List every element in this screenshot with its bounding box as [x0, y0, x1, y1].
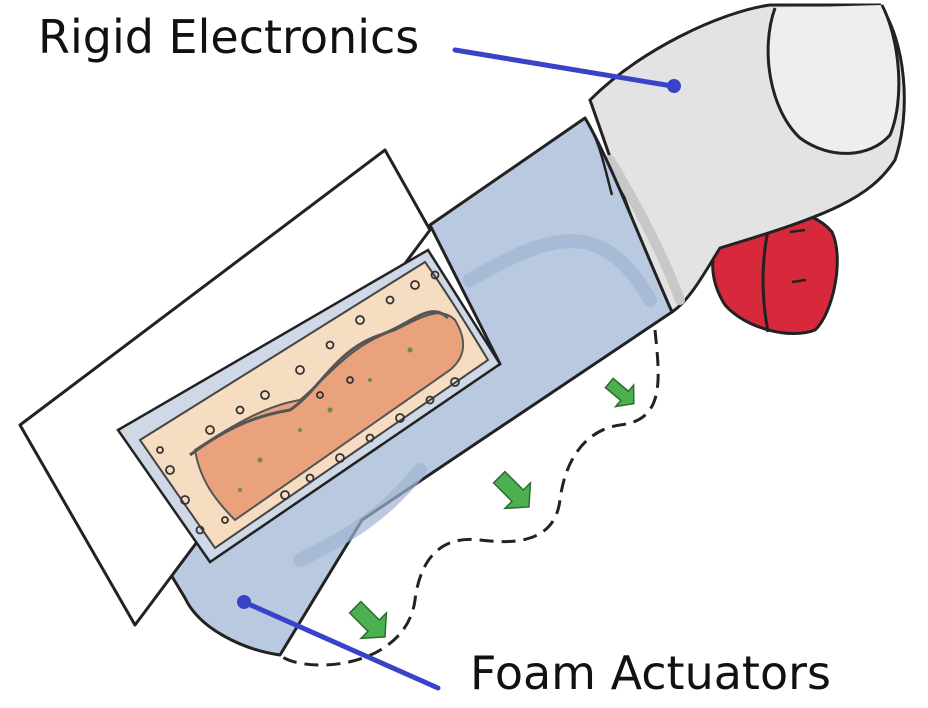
leader-line-top — [452, 47, 675, 89]
cross-section — [116, 248, 502, 564]
arrow-down-right-icon — [348, 600, 388, 640]
actuation-wave — [278, 329, 660, 667]
label-foam-actuators: Foam Actuators — [470, 646, 831, 700]
sleeve-shading — [293, 234, 657, 567]
sleeve-seam — [583, 117, 614, 196]
leader-dot-bottom — [237, 595, 251, 609]
leader-line-bottom — [241, 599, 441, 691]
label-rigid-electronics: Rigid Electronics — [38, 10, 420, 64]
arrow-down-right-icon — [492, 470, 532, 510]
leader-dot-top — [667, 79, 681, 93]
housing-end-cap — [766, 4, 901, 155]
housing-shadow — [605, 155, 685, 305]
arrow-down-right-icon — [604, 377, 635, 408]
core-specks — [238, 347, 413, 492]
red-block-mark — [789, 228, 807, 284]
foam-pores — [156, 270, 460, 535]
wavy-membrane — [189, 310, 450, 457]
sleeve — [148, 116, 674, 657]
core-layer — [193, 312, 465, 522]
